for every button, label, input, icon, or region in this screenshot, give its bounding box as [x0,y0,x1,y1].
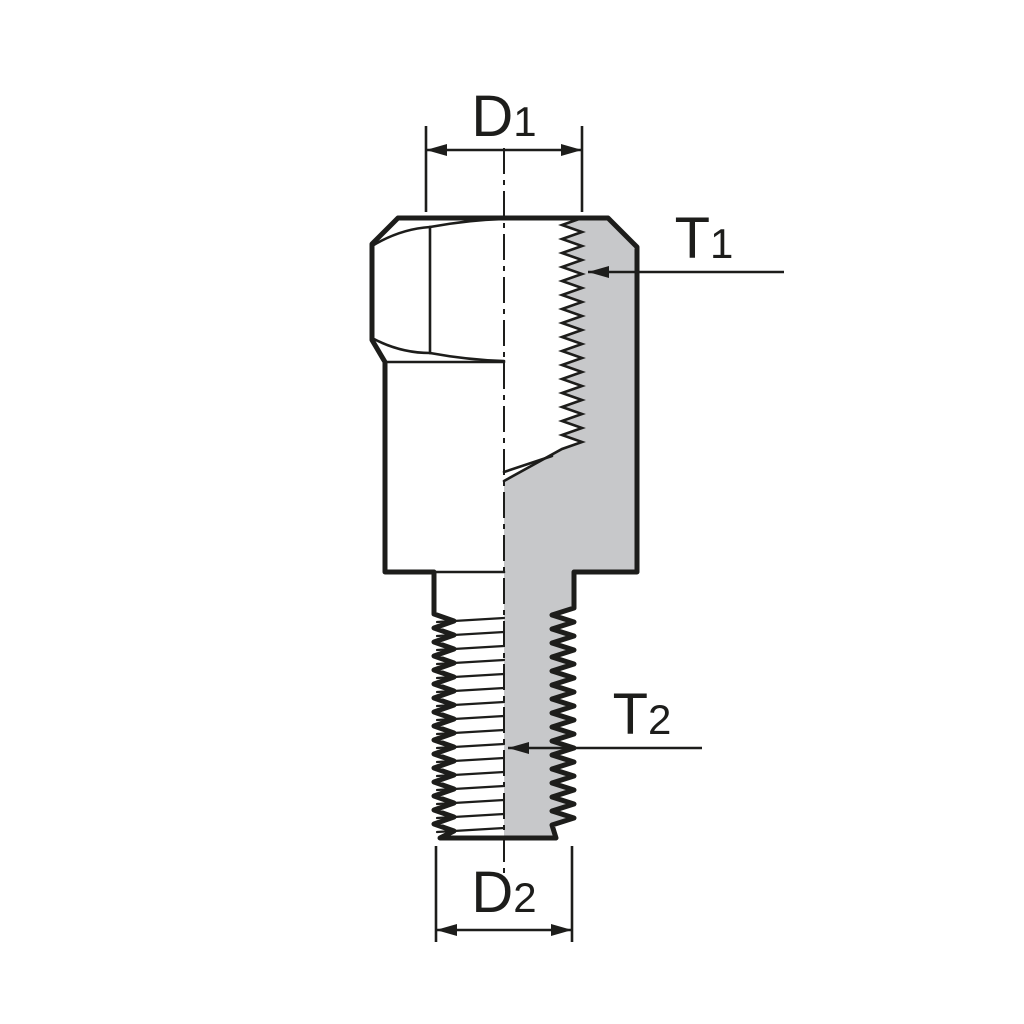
d1-arrow-left [426,144,447,156]
t2-arrow [508,742,529,754]
dimension-label-d2: D2 [471,860,536,925]
label-t2-sub: 2 [648,696,671,743]
hex-bottom-chamfer-left [370,336,432,355]
d2-arrow-right [551,924,572,936]
label-t1-sub: 1 [710,220,733,267]
dimension-annotations: D1 T1 T2 D2 [424,84,784,942]
label-d1-main: D [471,84,513,149]
d1-arrow-right [561,144,582,156]
adapter-outline [369,215,640,841]
label-t2-main: T [613,682,648,747]
thread-runout-line [502,454,554,474]
dimension-label-d1: D1 [471,84,536,149]
label-d1-sub: 1 [513,98,536,145]
hex-facet-lines [370,217,506,574]
d2-arrow-left [436,924,457,936]
dimension-d2: D2 [434,846,574,942]
dimension-label-t1: T1 [675,206,734,271]
label-d2-main: D [471,860,513,925]
dimension-t1: T1 [588,206,784,278]
dimension-t2: T2 [508,682,702,754]
dimension-d1: D1 [424,84,584,212]
cross-section-fill [504,218,637,838]
t1-arrow [588,266,609,278]
label-t1-main: T [675,206,710,271]
hex-top-chamfer-left [370,225,432,248]
hex-bottom-chamfer-center [428,351,506,363]
label-d2-sub: 2 [513,874,536,921]
internal-thread-profile [502,216,586,483]
dimension-label-t2: T2 [613,682,672,747]
